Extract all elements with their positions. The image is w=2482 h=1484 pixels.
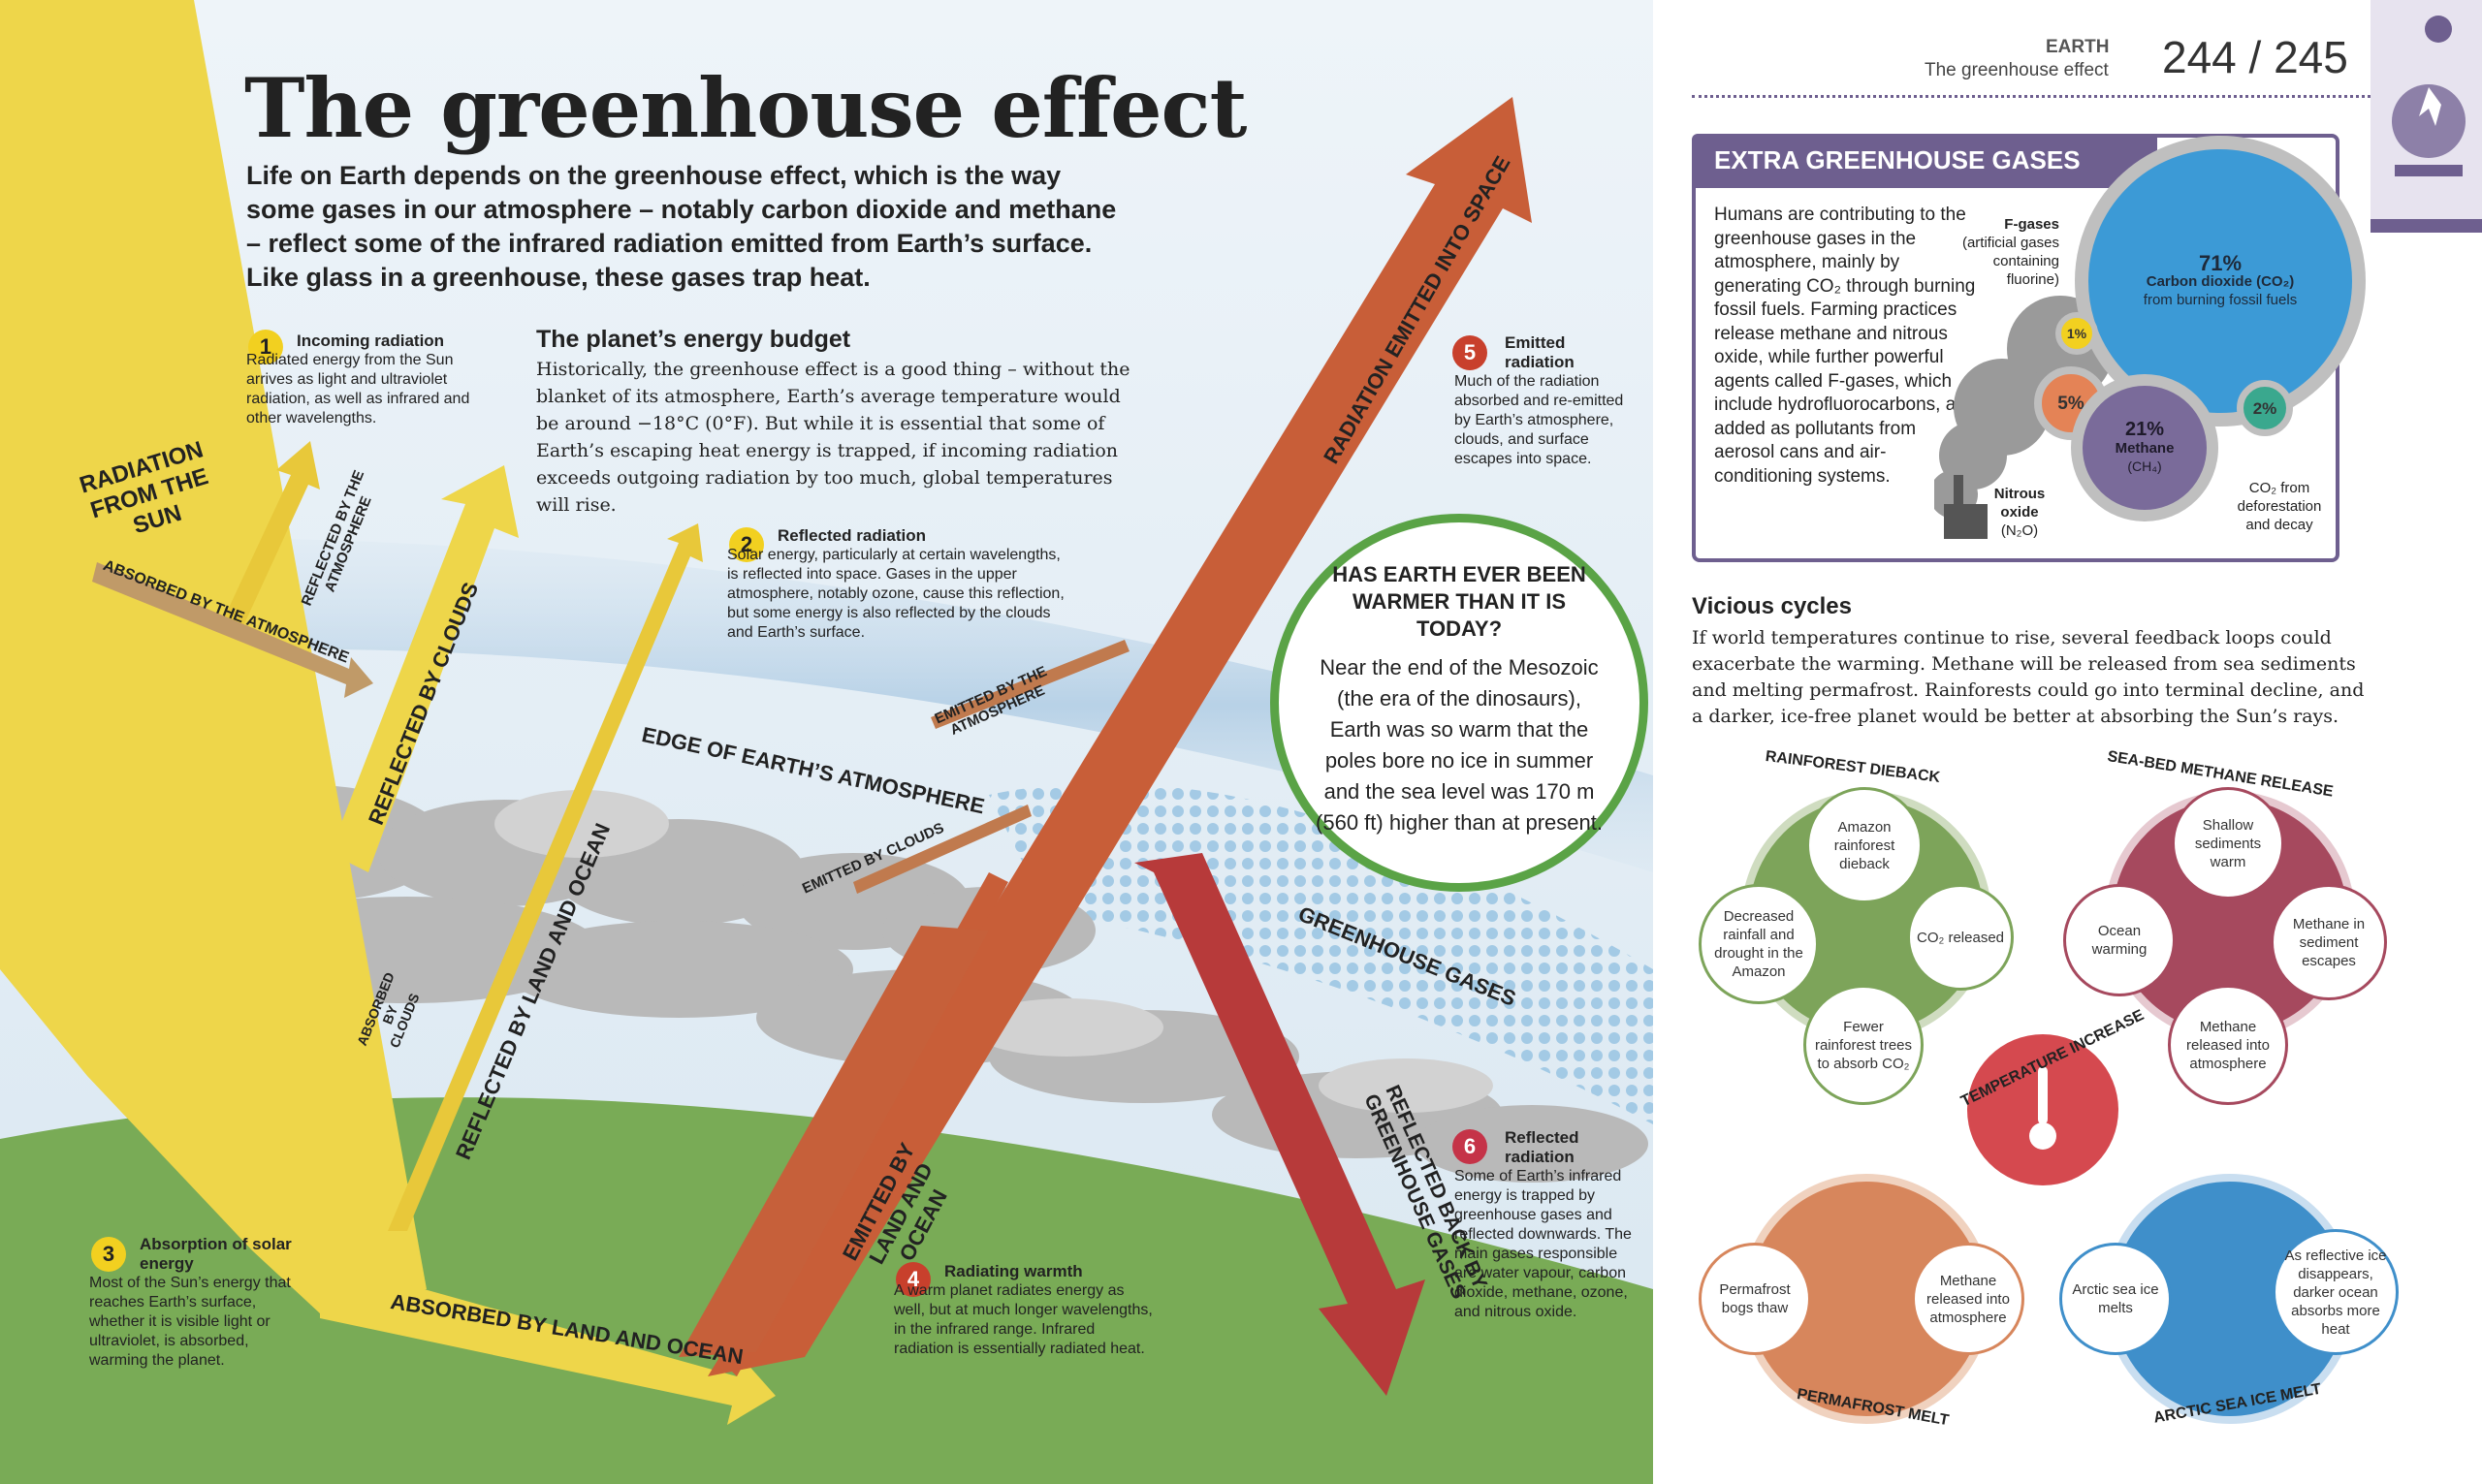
callout-3-text: Most of the Sun’s energy that reaches Ea…: [89, 1275, 291, 1369]
rf-node-2: CO₂ released: [1907, 884, 2014, 991]
absorbed-land-arrow: [320, 1260, 776, 1425]
callout-3-title: Absorption of solar energy: [140, 1235, 292, 1273]
callout-4: Radiating warmth A warm planet radiates …: [894, 1262, 1156, 1359]
callout-1: Incoming radiation Radiated energy from …: [246, 332, 498, 428]
callout-5: Emitted radiation Much of the radiation …: [1454, 333, 1629, 469]
as-node-2: As reflective ice disappears, darker oce…: [2273, 1229, 2399, 1355]
sb-node-2: Methane in sediment escapes: [2271, 884, 2387, 1000]
pct-co2: 71%: [2198, 250, 2243, 275]
pct-fgases: 1%: [2066, 325, 2087, 341]
n2o-title: Nitrous oxide: [1993, 486, 2046, 521]
header-rule: [1692, 95, 2371, 98]
extra-gases-heading: EXTRA GREENHOUSE GASES: [1714, 145, 2081, 174]
callout-6-title: Reflected radiation: [1505, 1128, 1579, 1166]
callout-6: Reflected radiation Some of Earth’s infr…: [1454, 1128, 1639, 1322]
bubble-ch4: 21% Methane (CH₄): [2071, 374, 2218, 521]
pct-ch4: 21%: [2124, 418, 2165, 440]
microscope-icon: [2385, 10, 2472, 194]
callout-5-text: Much of the radiation absorbed and re-em…: [1454, 373, 1624, 467]
callout-number-5: 5: [1452, 335, 1487, 370]
atmosphere-band: [0, 538, 1653, 872]
absorbed-atmosphere-arrow: [92, 562, 373, 698]
emitted-land-arrow-main: [679, 926, 989, 1357]
deforestation-label: CO₂ from deforestation and decay: [2237, 480, 2322, 533]
callout-5-title: Emitted radiation: [1505, 333, 1575, 371]
ch4-formula: (CH₄): [2127, 458, 2162, 474]
sb-node-1: Shallow sediments warm: [2172, 787, 2284, 900]
pm-node-1: Permafrost bogs thaw: [1699, 1243, 1811, 1355]
callout-number-4: 4: [896, 1262, 931, 1297]
extra-gases-text: Humans are contributing to the greenhous…: [1714, 205, 1976, 487]
warmer-callout: HAS EARTH EVER BEEN WARMER THAN IT IS TO…: [1270, 514, 1648, 892]
pct-def: 2%: [2252, 398, 2277, 418]
callout-number-2: 2: [729, 527, 764, 562]
extra-gases-header-bar: [1692, 134, 2157, 188]
fgases-label: F-gases (artificial gases containing flu…: [1951, 215, 2059, 289]
vicious-text: If world temperatures continue to rise, …: [1692, 627, 2365, 727]
pm-node-2: Methane released into atmosphere: [1912, 1243, 2024, 1355]
callout-1-text: Radiated energy from the Sun arrives as …: [246, 352, 470, 426]
warmer-text: Near the end of the Mesozoic (the era of…: [1316, 655, 1603, 835]
callout-number-6: 6: [1452, 1129, 1487, 1164]
callout-4-text: A warm planet radiates energy as well, b…: [894, 1282, 1153, 1357]
energy-budget-heading: The planet’s energy budget: [536, 326, 851, 353]
rf-node-1: Amazon rainforest dieback: [1806, 787, 1923, 903]
cycles-graphic: [1741, 791, 2355, 1424]
energy-budget-text: Historically, the greenhouse effect is a…: [536, 359, 1130, 516]
co2-title: Carbon dioxide (CO₂): [2146, 272, 2295, 290]
header-subsection: The greenhouse effect: [1925, 60, 2109, 80]
callout-2-text: Solar energy, particularly at certain wa…: [727, 547, 1065, 641]
fgases-note: (artificial gases containing fluorine): [1961, 235, 2059, 288]
incoming-radiation-beam: [0, 0, 427, 1313]
callout-1-title: Incoming radiation: [297, 332, 445, 350]
callout-number-1: 1: [248, 330, 283, 364]
sb-node-3: Methane released into atmosphere: [2168, 985, 2288, 1105]
header-section: EARTH: [2046, 37, 2110, 57]
sb-node-4: Ocean warming: [2063, 884, 2176, 996]
ch4-title: Methane: [2115, 439, 2175, 457]
emitted-atmosphere-arrow: [931, 640, 1130, 729]
reflected-atmosphere-arrow: [223, 441, 320, 628]
reflected-clouds-arrow: [330, 465, 519, 872]
emitted-clouds-arrow: [853, 805, 1032, 894]
as-node-1: Arctic sea ice melts: [2059, 1243, 2172, 1355]
callout-3: Absorption of solar energy Most of the S…: [89, 1235, 302, 1371]
page-numbers: 244 / 245: [2162, 32, 2348, 82]
callout-number-3: 3: [91, 1237, 126, 1272]
co2-note: from burning fossil fuels: [2143, 291, 2298, 308]
callout-2-title: Reflected radiation: [778, 526, 927, 545]
pct-n2o: 5%: [2057, 393, 2084, 414]
n2o-formula: (N₂O): [2000, 522, 2039, 539]
reflected-land-arrow: [388, 523, 703, 1231]
rf-node-3: Fewer rainforest trees to absorb CO₂: [1803, 985, 1924, 1105]
rf-node-4: Decreased rainfall and drought in the Am…: [1699, 884, 1819, 1004]
n2o-label: Nitrous oxide (N₂O): [1976, 485, 2063, 540]
callout-2: Reflected radiation Solar energy, partic…: [727, 526, 1066, 643]
callout-6-text: Some of Earth’s infrared energy is trapp…: [1454, 1168, 1632, 1320]
warmer-heading: HAS EARTH EVER BEEN WARMER THAN IT IS TO…: [1332, 562, 1586, 641]
page-title: The greenhouse effect: [244, 60, 1247, 156]
reflected-back-arrow: [1134, 853, 1425, 1396]
intro-text: Life on Earth depends on the greenhouse …: [246, 161, 1117, 292]
fgases-title: F-gases: [2004, 216, 2059, 233]
callout-4-title: Radiating warmth: [944, 1262, 1083, 1280]
bubble-fgases: 1%: [2055, 312, 2098, 355]
vicious-heading: Vicious cycles: [1692, 593, 1852, 619]
bubble-deforestation: 2%: [2237, 380, 2293, 436]
